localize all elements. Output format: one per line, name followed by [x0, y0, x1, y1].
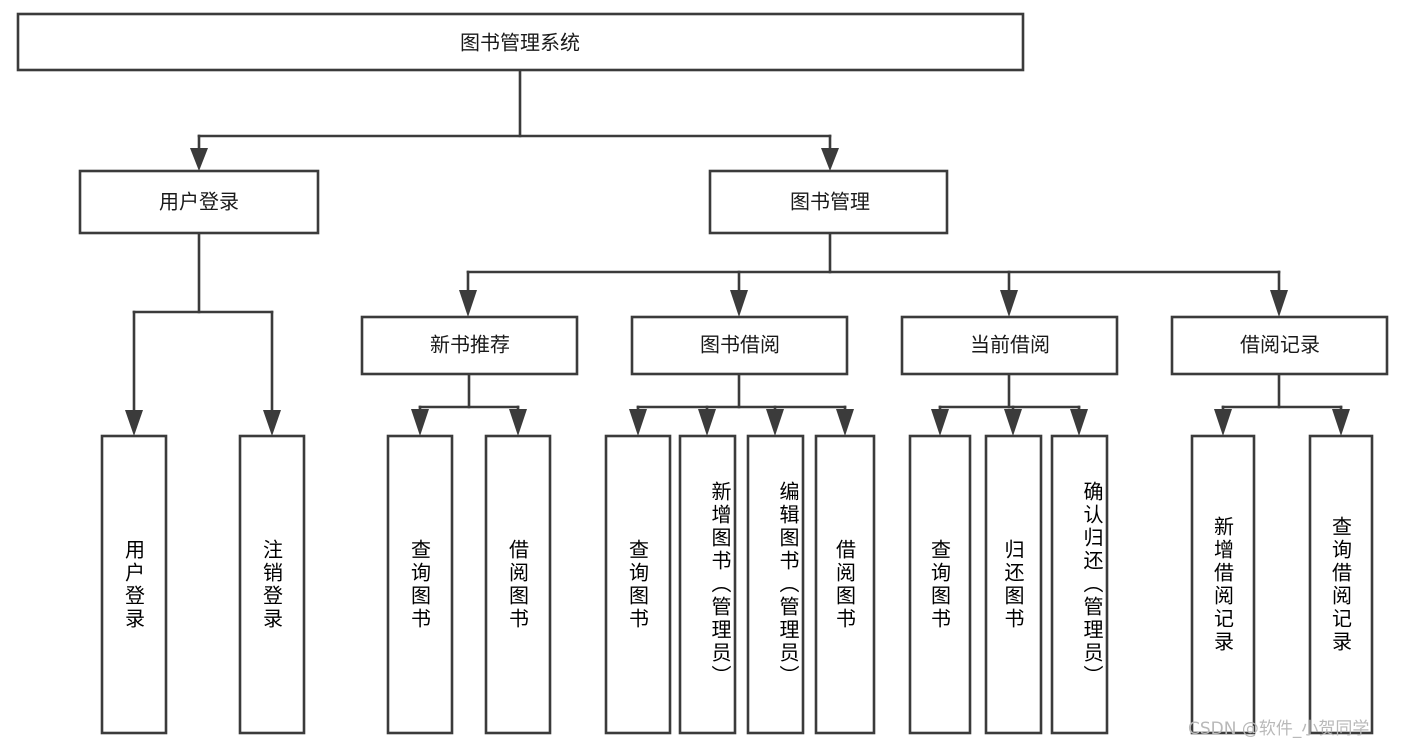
- node-leaf-borrow-book-1[interactable]: [484, 434, 552, 735]
- arrow-to-leaf-confirm-return-admin: [1070, 409, 1088, 436]
- node-leaf-logout[interactable]: [238, 434, 306, 735]
- arrow-to-book-borrow: [730, 290, 748, 317]
- node-leaf-query-book-1-box: [386, 434, 454, 735]
- arrow-to-leaf-logout: [263, 410, 281, 436]
- node-user-login-box: [78, 169, 320, 235]
- node-new-book-recommend[interactable]: 新书推荐: [360, 315, 579, 376]
- node-current-borrow-box: [900, 315, 1119, 376]
- arrow-to-user-login: [190, 148, 208, 171]
- node-leaf-query-borrow-record-label: 查询借阅记录: [1328, 515, 1353, 654]
- node-root[interactable]: 图书管理系统: [16, 12, 1025, 72]
- arrow-to-leaf-borrow-book-2: [836, 409, 854, 436]
- node-root-label: 图书管理系统: [460, 31, 580, 55]
- node-leaf-edit-book-admin-label: 编辑图书（管理员）: [776, 481, 800, 688]
- arrow-to-current-borrow: [1000, 290, 1018, 317]
- node-book-borrow-box: [630, 315, 849, 376]
- node-book-manage[interactable]: 图书管理: [708, 169, 949, 235]
- node-leaf-add-book-admin-box: [678, 434, 737, 735]
- node-leaf-query-book-1[interactable]: [386, 434, 454, 735]
- node-new-book-recommend-label: 新书推荐: [430, 333, 510, 357]
- node-leaf-logout-box: [238, 434, 306, 735]
- arrow-to-book-manage: [821, 148, 839, 171]
- arrow-to-leaf-user-login: [125, 410, 143, 436]
- node-leaf-add-borrow-record-label: 新增借阅记录: [1210, 515, 1235, 654]
- arrow-to-leaf-query-book-2: [629, 409, 647, 436]
- node-book-borrow[interactable]: 图书借阅: [630, 315, 849, 376]
- node-leaf-borrow-book-1-box: [484, 434, 552, 735]
- arrow-to-leaf-borrow-book-1: [509, 409, 527, 436]
- node-leaf-query-book-2-label: 查询图书: [625, 538, 650, 631]
- node-leaf-borrow-book-2-label: 借阅图书: [832, 538, 857, 631]
- node-book-manage-box: [708, 169, 949, 235]
- arrow-to-new-book-recommend: [459, 290, 477, 317]
- node-current-borrow[interactable]: 当前借阅: [900, 315, 1119, 376]
- node-leaf-return-book-box: [984, 434, 1043, 735]
- node-leaf-user-login-label: 用户登录: [121, 538, 146, 631]
- node-leaf-query-book-2[interactable]: [604, 434, 672, 735]
- arrow-to-borrow-record: [1270, 290, 1288, 317]
- node-leaf-confirm-return-admin[interactable]: [1050, 434, 1109, 735]
- node-book-borrow-label: 图书借阅: [700, 333, 780, 357]
- node-root-box: [16, 12, 1025, 72]
- node-user-login-label: 用户登录: [159, 190, 239, 214]
- node-leaf-query-book-3-box: [908, 434, 972, 735]
- arrow-to-leaf-query-borrow-record: [1332, 409, 1350, 436]
- arrow-to-leaf-add-borrow-record: [1214, 409, 1232, 436]
- node-leaf-add-borrow-record[interactable]: [1190, 434, 1256, 735]
- node-borrow-record[interactable]: 借阅记录: [1170, 315, 1389, 376]
- node-leaf-add-book-admin[interactable]: [678, 434, 737, 735]
- node-leaf-add-borrow-record-box: [1190, 434, 1256, 735]
- node-leaf-edit-book-admin-box: [746, 434, 805, 735]
- node-leaf-user-login-box: [100, 434, 168, 735]
- node-leaf-borrow-book-2-box: [814, 434, 876, 735]
- arrow-to-leaf-add-book-admin: [698, 409, 716, 436]
- node-borrow-record-label: 借阅记录: [1240, 333, 1320, 357]
- node-leaf-add-book-admin-label: 新增图书（管理员）: [708, 481, 732, 688]
- node-leaf-query-book-1-label: 查询图书: [407, 538, 432, 631]
- node-leaf-query-book-3[interactable]: [908, 434, 972, 735]
- node-leaf-query-book-3-label: 查询图书: [927, 538, 952, 631]
- node-leaf-borrow-book-1-label: 借阅图书: [505, 538, 530, 631]
- node-leaf-logout-label: 注销登录: [259, 538, 284, 631]
- node-current-borrow-label: 当前借阅: [970, 333, 1050, 357]
- node-leaf-return-book[interactable]: [984, 434, 1043, 735]
- node-leaf-edit-book-admin[interactable]: [746, 434, 805, 735]
- node-leaf-query-borrow-record[interactable]: [1308, 434, 1374, 735]
- node-book-manage-label: 图书管理: [790, 190, 870, 214]
- node-leaf-user-login[interactable]: [100, 434, 168, 735]
- node-user-login[interactable]: 用户登录: [78, 169, 320, 235]
- node-leaf-borrow-book-2[interactable]: [814, 434, 876, 735]
- arrow-to-leaf-edit-book-admin: [766, 409, 784, 436]
- node-leaf-query-borrow-record-box: [1308, 434, 1374, 735]
- arrow-to-leaf-return-book: [1004, 409, 1022, 436]
- node-leaf-query-book-2-box: [604, 434, 672, 735]
- node-new-book-recommend-box: [360, 315, 579, 376]
- arrow-to-leaf-query-book-1: [411, 409, 429, 436]
- connector-layer: [125, 68, 1350, 436]
- arrow-to-leaf-query-book-3: [931, 409, 949, 436]
- node-leaf-confirm-return-admin-box: [1050, 434, 1109, 735]
- csdn-watermark: CSDN @软件_小贺同学: [1188, 719, 1370, 739]
- node-leaf-return-book-label: 归还图书: [1001, 538, 1025, 631]
- node-borrow-record-box: [1170, 315, 1389, 376]
- node-leaf-confirm-return-admin-label: 确认归还（管理员）: [1080, 481, 1104, 688]
